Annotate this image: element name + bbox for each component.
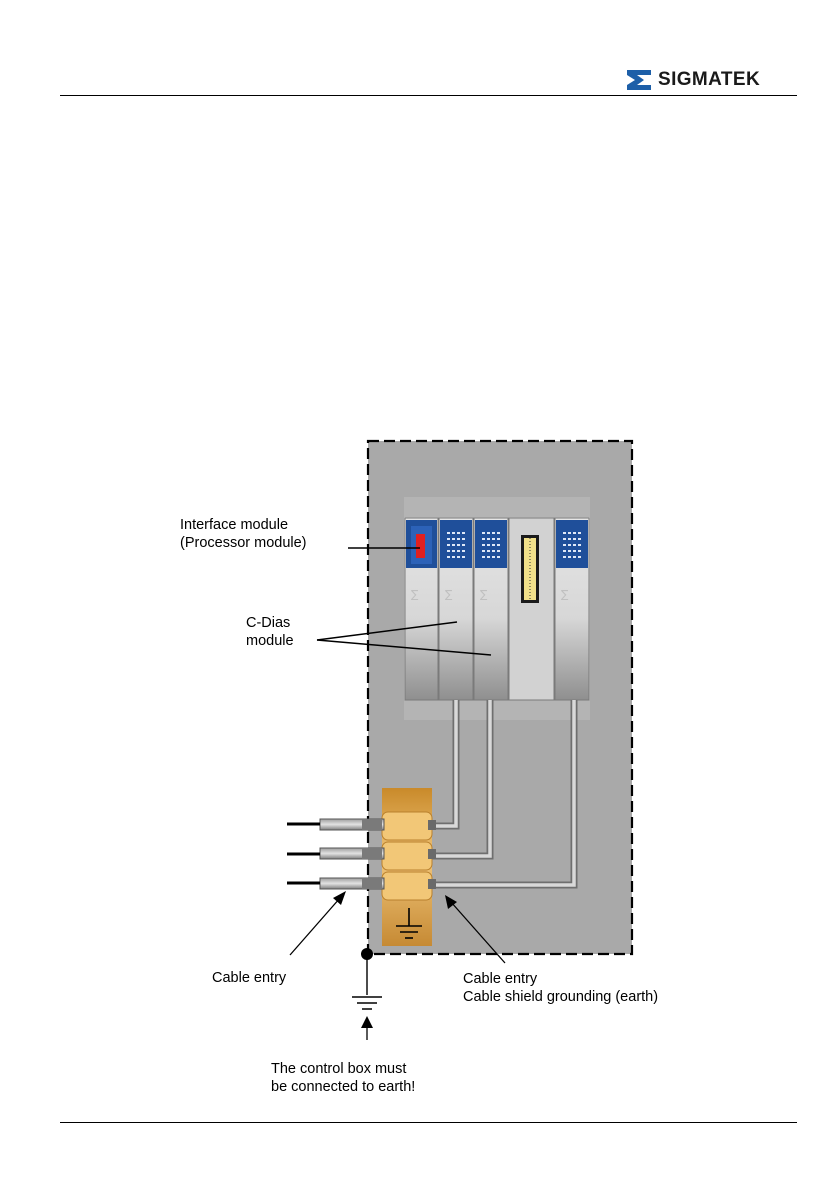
cable-entry-right-line2: Cable shield grounding (earth) (463, 988, 658, 1006)
module-brand-mark: ∑ (445, 588, 453, 601)
box-earth-connection (361, 948, 373, 995)
module-brand-mark: ∑ (480, 588, 488, 601)
interface-module-label-line2: (Processor module) (180, 534, 307, 552)
connector-module (509, 518, 554, 700)
earth-note-line1: The control box must (271, 1060, 415, 1078)
cable-entry-right-line1: Cable entry (463, 970, 658, 988)
interface-module-label: Interface module (Processor module) (180, 516, 307, 552)
interface-module: ∑ (405, 518, 438, 700)
module-brand-mark: ∑ (561, 588, 569, 601)
c-dias-module-label: C-Dias module (246, 614, 294, 650)
module-brand-mark: ∑ (411, 588, 419, 601)
footer-rule (60, 1122, 797, 1123)
c-dias-label-line2: module (246, 632, 294, 650)
earth-note-arrow (361, 1016, 373, 1040)
c-dias-module-1: ∑ (439, 518, 473, 700)
c-dias-module-2: ∑ (474, 518, 508, 700)
earth-ground-icon (352, 997, 382, 1009)
shield-clamp (382, 788, 432, 946)
interface-module-label-line1: Interface module (180, 516, 307, 534)
c-dias-module-3: ∑ (555, 518, 589, 700)
earth-note: The control box must be connected to ear… (271, 1060, 415, 1096)
cable-entry-left-arrow (290, 891, 346, 955)
c-dias-label-line1: C-Dias (246, 614, 294, 632)
cable-entry-left-label: Cable entry (212, 969, 286, 987)
cable-entry-right-label: Cable entry Cable shield grounding (eart… (463, 970, 658, 1006)
earth-note-line2: be connected to earth! (271, 1078, 415, 1096)
